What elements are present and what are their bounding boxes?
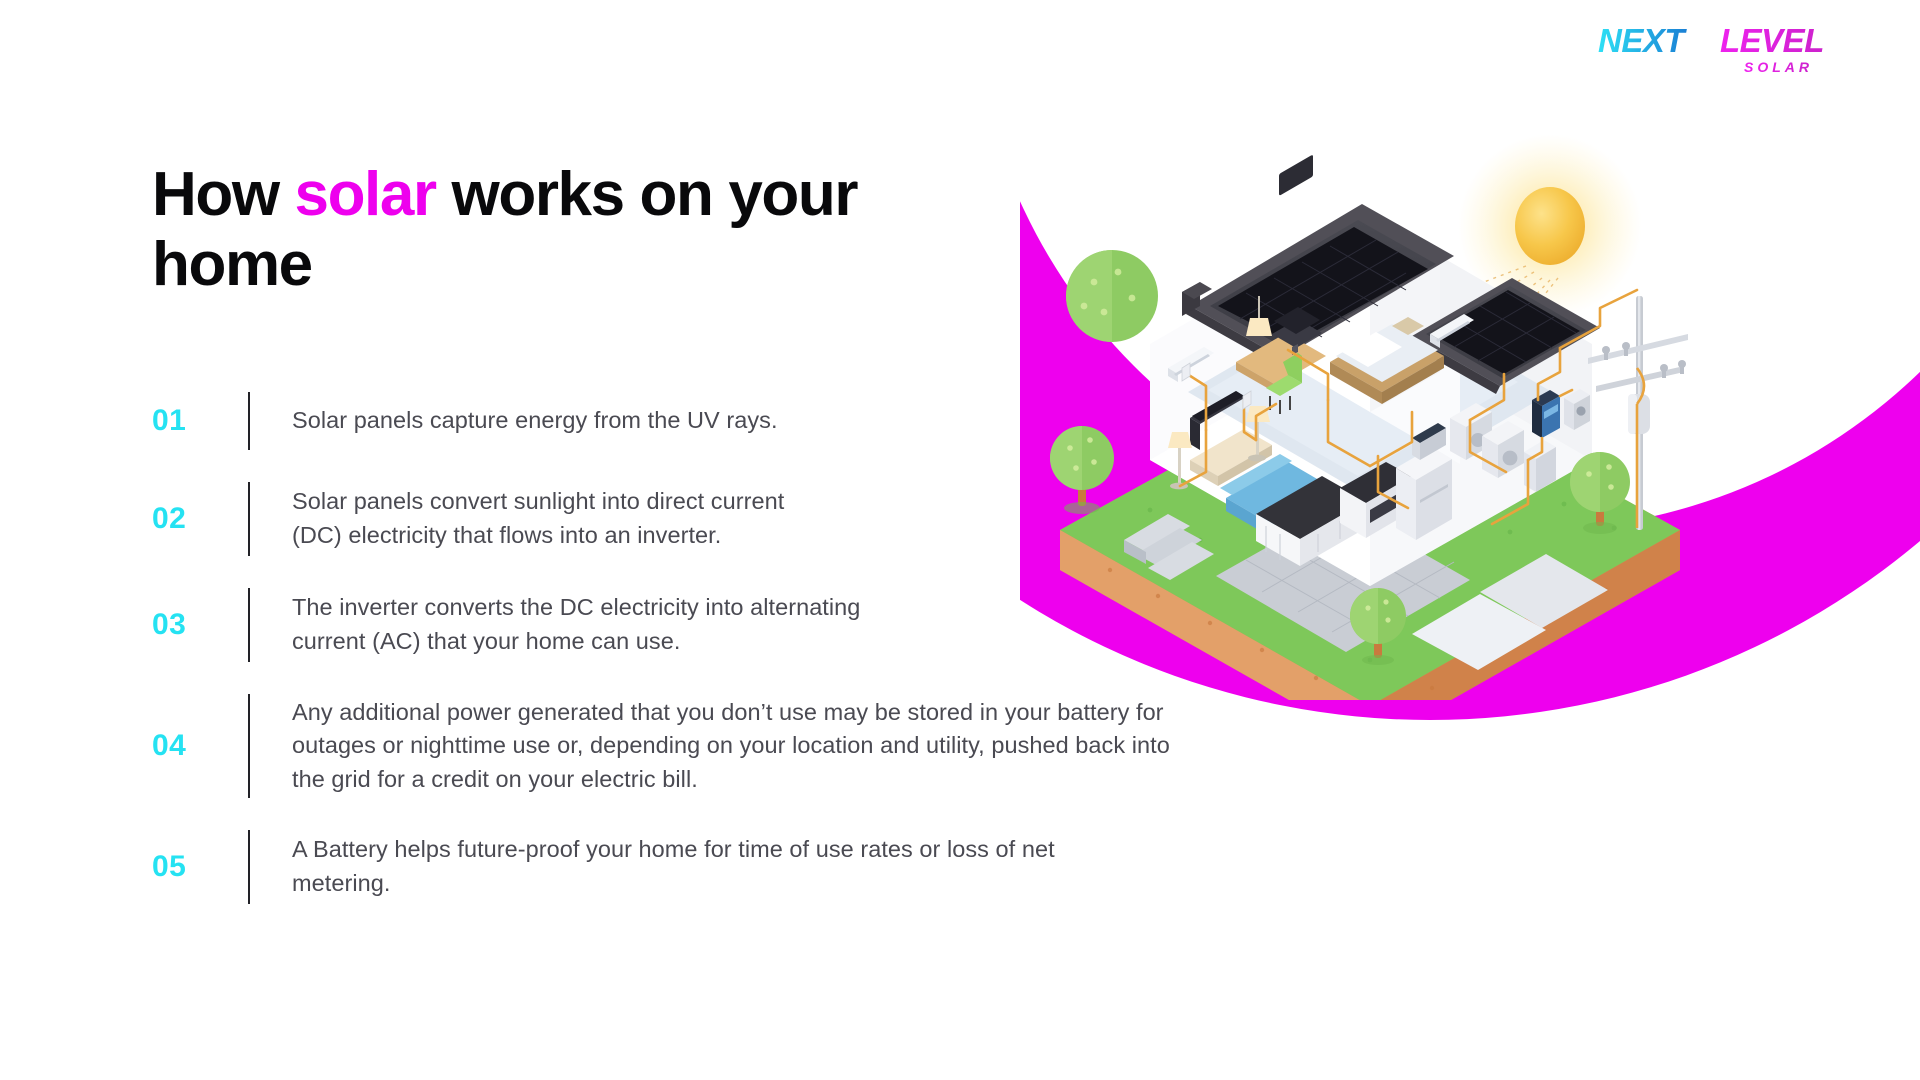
tree [1066, 250, 1158, 342]
solar-home-illustration [1040, 100, 1700, 700]
steps-list: 01 Solar panels capture energy from the … [152, 392, 1332, 904]
step-text: Any additional power generated that you … [292, 698, 1170, 792]
list-item: 01 Solar panels capture energy from the … [152, 392, 1332, 450]
step-divider [248, 830, 250, 904]
next-level-solar-logo-mark: NEXT LEVEL SOLAR [1598, 22, 1824, 75]
step-number: 03 [152, 608, 187, 641]
step-text: A Battery helps future-proof your home f… [292, 836, 1055, 896]
step-number: 04 [152, 729, 187, 762]
step-text: Solar panels convert sunlight into direc… [292, 488, 785, 548]
step-divider [248, 694, 250, 798]
list-item: 03 The inverter converts the DC electric… [152, 588, 1332, 662]
step-text: The inverter converts the DC electricity… [292, 594, 861, 654]
list-item: 05 A Battery helps future-proof your hom… [152, 830, 1332, 904]
list-item: 02 Solar panels convert sunlight into di… [152, 482, 1332, 556]
page-title: How solar works on your home [152, 160, 912, 300]
step-divider [248, 482, 250, 556]
page-title-part-2: works on your home [152, 160, 858, 300]
logo-next-text: NEXT [1598, 22, 1687, 59]
logo-level-text: LEVEL [1720, 22, 1824, 59]
page-title-highlight: solar [294, 160, 438, 229]
step-number: 01 [152, 404, 187, 437]
logo-solar-text: SOLAR [1744, 59, 1813, 75]
step-divider [248, 392, 250, 450]
step-number: 02 [152, 502, 187, 535]
page-title-part-1: How [152, 160, 295, 229]
step-divider [248, 588, 250, 662]
step-text: Solar panels capture energy from the UV … [292, 407, 778, 434]
step-number: 05 [152, 850, 187, 883]
brand-logo[interactable]: NEXT LEVEL SOLAR [1594, 18, 1894, 80]
list-item: 04 Any additional power generated that y… [152, 694, 1332, 798]
tree [1050, 426, 1114, 514]
